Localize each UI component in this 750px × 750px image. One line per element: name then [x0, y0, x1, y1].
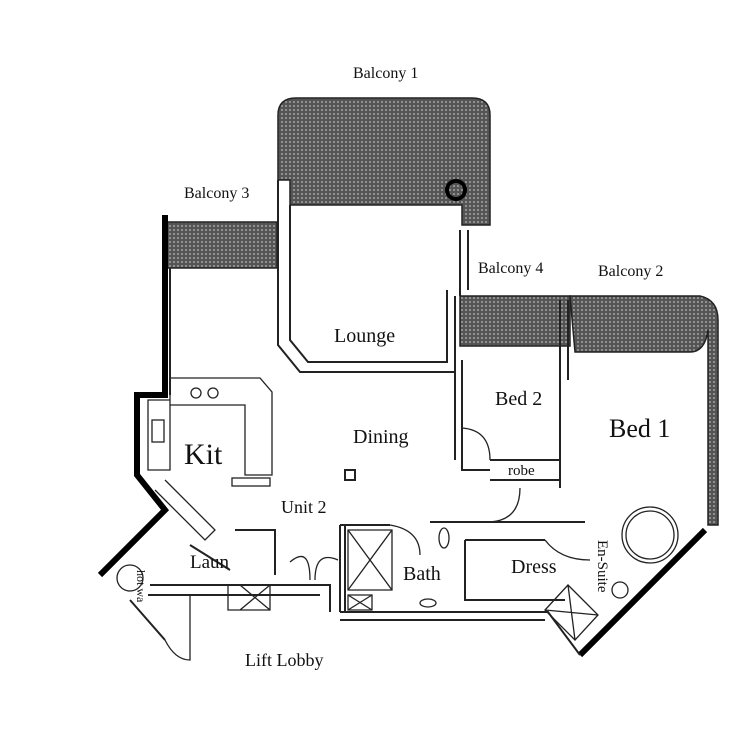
wall [129, 599, 581, 656]
basin-icon [611, 581, 629, 599]
hot-water-label: hot wa [134, 570, 148, 603]
basin-icon [419, 598, 437, 608]
wall [454, 300, 569, 488]
column-icon [445, 179, 467, 201]
door-swing [164, 427, 591, 661]
bed-2-label: Bed 2 [495, 388, 542, 410]
balcony-3-label: Balcony 3 [184, 185, 249, 202]
unit-title: Unit 2 [281, 497, 327, 517]
sink-icon [151, 419, 165, 443]
kitchen-label: Kit [184, 438, 223, 471]
wall [97, 215, 170, 578]
kitchen-bench [147, 377, 273, 476]
balcony-2-label: Balcony 2 [598, 263, 663, 280]
wall [169, 230, 469, 395]
wall [344, 469, 356, 481]
spa-bath-icon [625, 510, 675, 560]
robe-label: robe [508, 463, 535, 479]
lounge-label: Lounge [334, 325, 395, 347]
wall [577, 527, 708, 658]
balcony-1-label: Balcony 1 [353, 65, 418, 82]
kitchen-bench [154, 479, 216, 541]
toilet-icon [438, 527, 450, 549]
balcony-4-area [459, 295, 571, 347]
bed-1-label: Bed 1 [609, 414, 670, 443]
balcony-4-label: Balcony 4 [478, 260, 543, 277]
dining-label: Dining [353, 426, 409, 448]
shower-icon [544, 584, 599, 641]
cooktop-icon [231, 477, 271, 487]
lift-lobby-label: Lift Lobby [245, 650, 324, 670]
stove-icon [207, 387, 219, 399]
ensuite-label: En-Suite [594, 540, 610, 593]
shower-icon [347, 529, 393, 591]
cabinet-icon [227, 584, 373, 611]
wall [189, 529, 276, 575]
wall [289, 205, 448, 363]
balcony-2-area [569, 295, 719, 526]
spa-bath-icon [621, 506, 679, 564]
bath-label: Bath [403, 563, 441, 585]
stove-icon [190, 387, 202, 399]
hot-water-tank-icon [116, 564, 144, 592]
dress-label: Dress [511, 556, 557, 578]
wall [148, 584, 331, 612]
laundry-label: Laun [190, 552, 230, 573]
balcony-3-area [164, 221, 278, 269]
wall [277, 180, 456, 373]
balcony-1-area [277, 97, 491, 226]
wall [339, 521, 585, 612]
